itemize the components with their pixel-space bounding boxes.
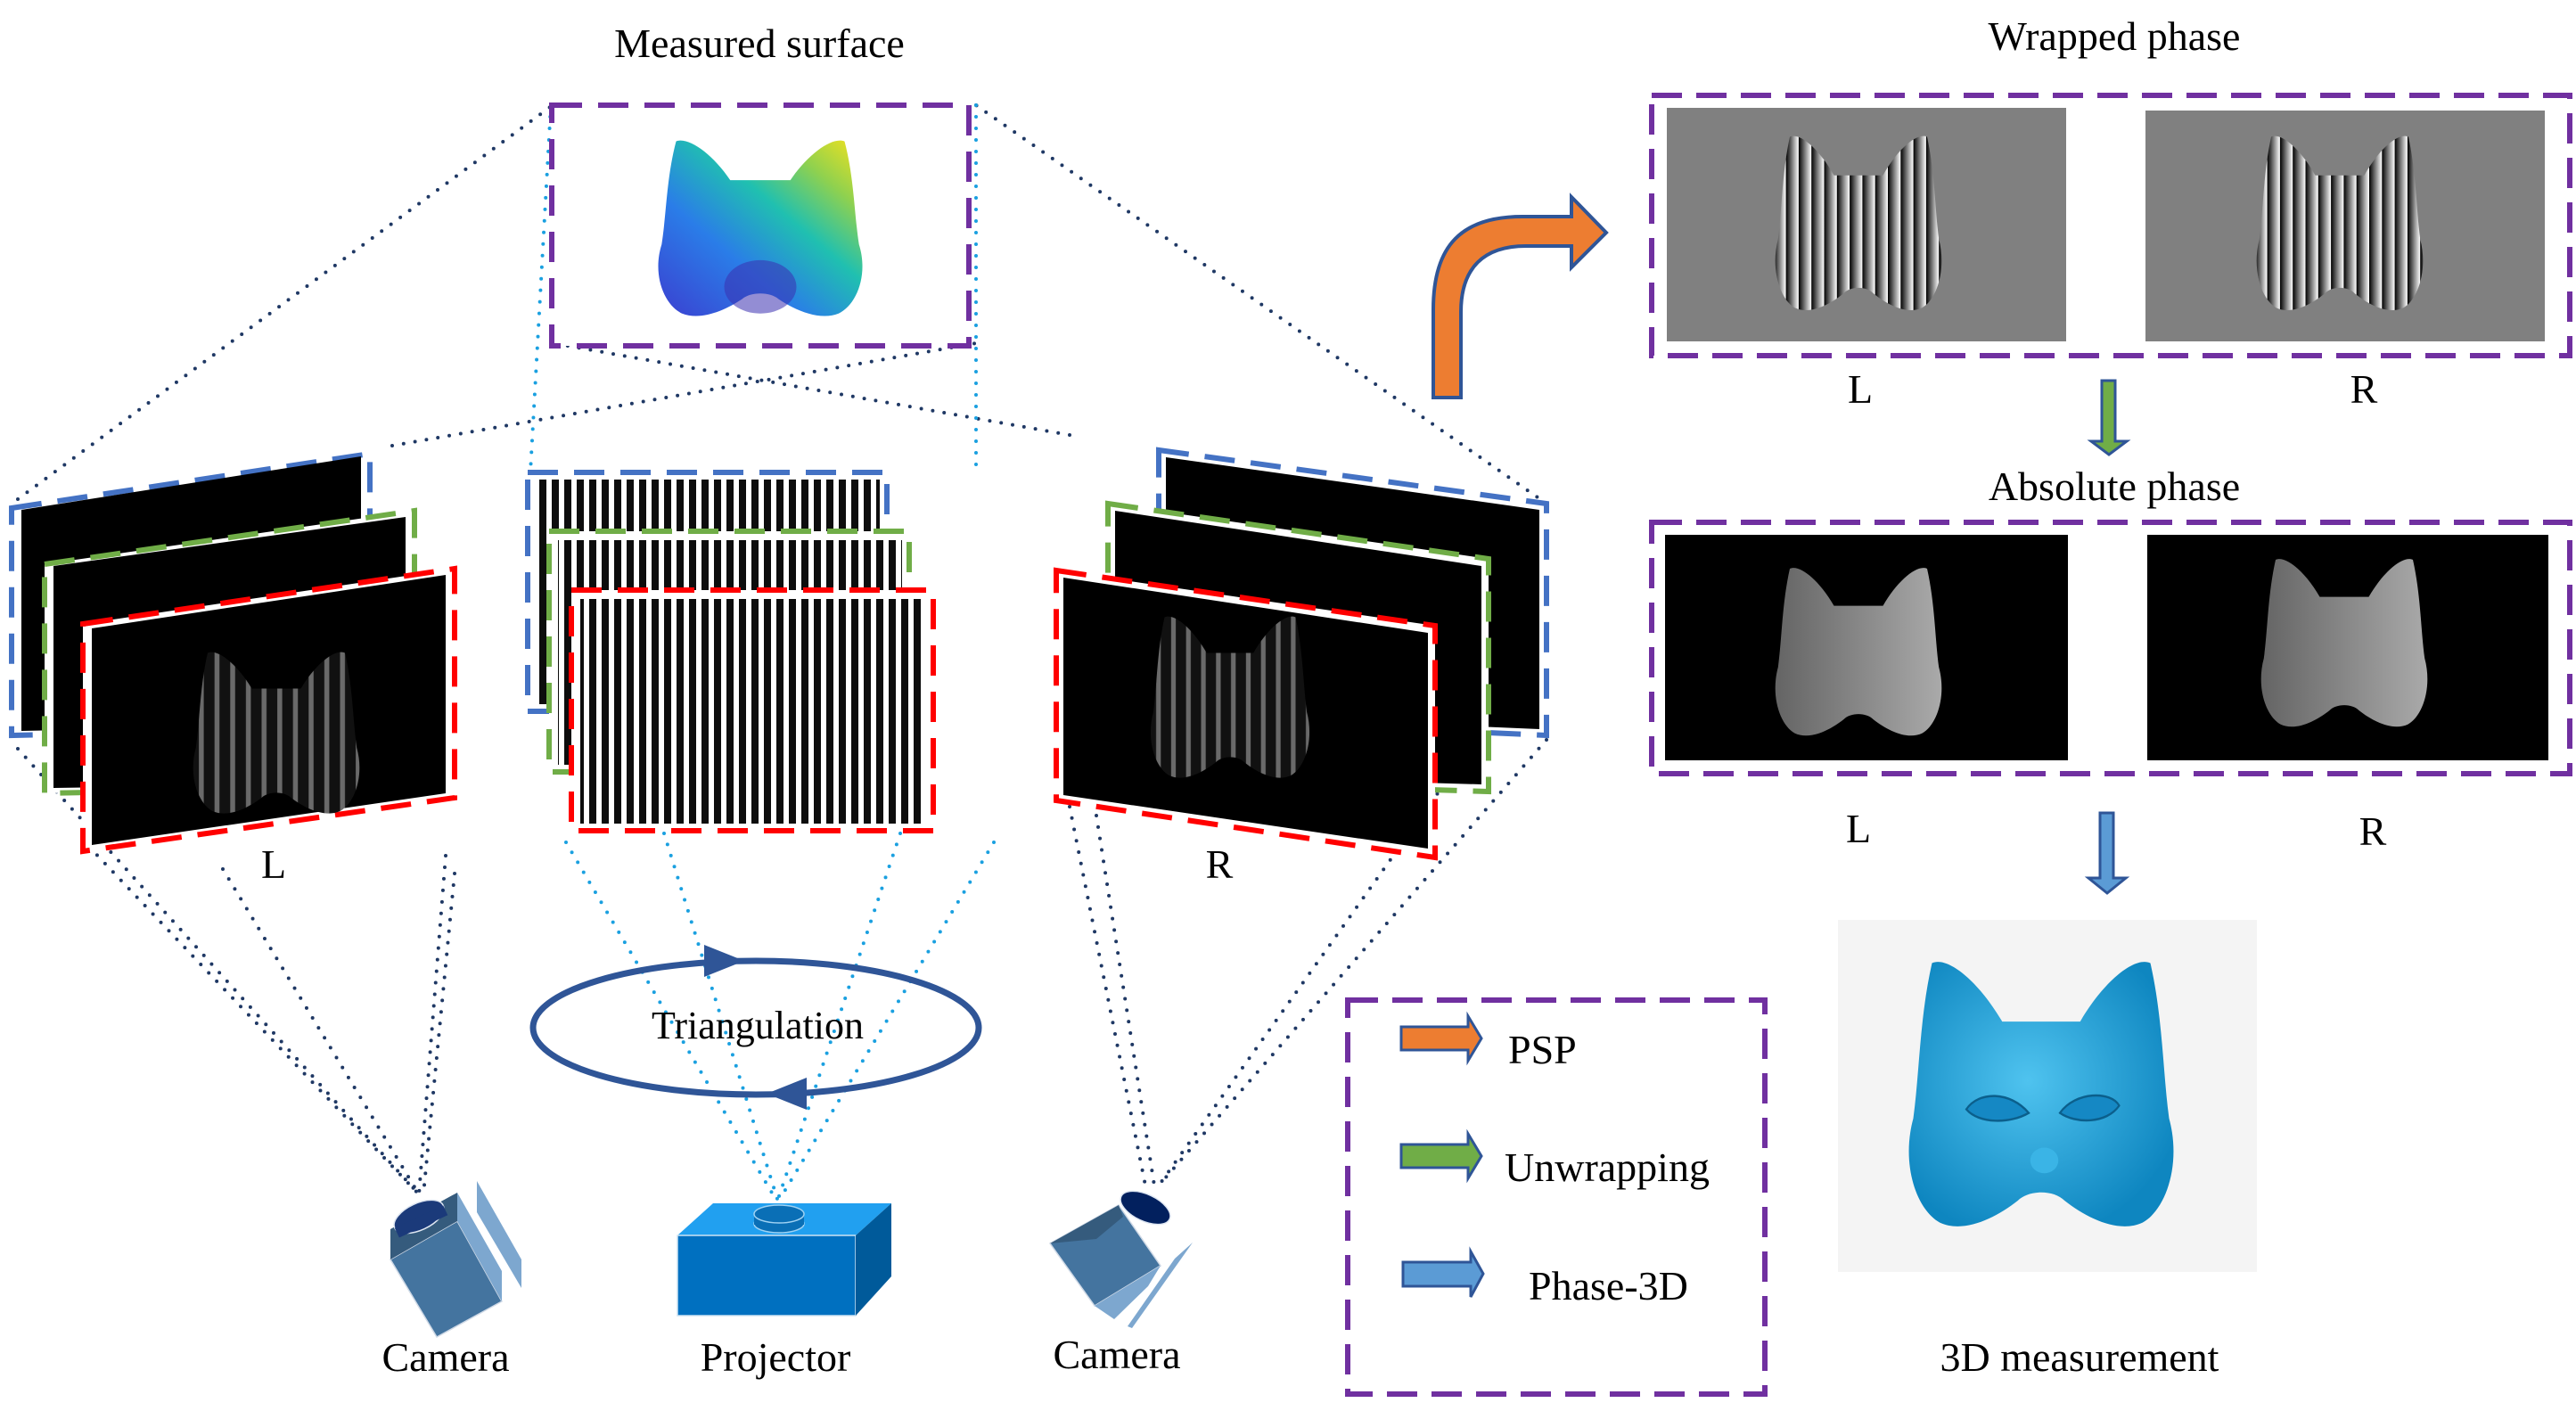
left-camera: Camera	[381, 1181, 521, 1380]
triangulation-label: Triangulation	[652, 1004, 864, 1047]
legend: PSP Unwrapping Phase-3D	[1345, 997, 1768, 1397]
triangulation-arrow-right-icon	[704, 945, 744, 977]
right-camera: Camera	[1048, 1190, 1193, 1377]
phase-3d-arrow-icon	[1401, 1246, 1485, 1298]
right-capture-stack: R	[1054, 447, 1549, 887]
wrapped-phase-right-label: R	[2350, 366, 2378, 412]
wrapped-phase-panel	[1649, 93, 2572, 358]
three-d-measurement-panel: 3D measurement	[1838, 920, 2257, 1380]
absolute-phase-right-label: R	[2359, 808, 2387, 854]
measured-surface-title: Measured surface	[614, 21, 905, 66]
projector-pattern-stack	[525, 470, 936, 833]
wrapped-phase-right-image	[2145, 111, 2545, 341]
measured-surface-panel	[549, 103, 972, 349]
projector-label: Projector	[701, 1334, 851, 1380]
absolute-phase-left-label: L	[1846, 806, 1871, 851]
camera-icon	[1048, 1190, 1193, 1328]
three-d-measurement-label: 3D measurement	[1940, 1334, 2219, 1380]
right-camera-label: Camera	[1053, 1332, 1180, 1377]
unwrapping-arrow-icon	[1399, 1128, 1483, 1184]
psp-flow-arrow	[1432, 193, 1609, 399]
left-capture-stack: L	[9, 450, 457, 887]
legend-item-psp: PSP	[1399, 1011, 1577, 1072]
left-camera-label: Camera	[381, 1334, 509, 1380]
left-capture-red	[80, 565, 457, 855]
left-capture-label: L	[261, 841, 286, 887]
legend-label-psp: PSP	[1508, 1027, 1577, 1072]
legend-item-unwrapping: Unwrapping	[1399, 1128, 1710, 1190]
absolute-phase-panel	[1649, 520, 2572, 776]
unwrapping-flow-arrow	[2087, 379, 2131, 456]
absolute-phase-title: Absolute phase	[1989, 463, 2240, 509]
wrapped-phase-left-image	[1667, 108, 2066, 341]
camera-icon	[389, 1181, 521, 1339]
legend-item-phase-3d: Phase-3D	[1401, 1246, 1688, 1308]
right-capture-label: R	[1206, 841, 1234, 887]
projector-icon	[677, 1203, 891, 1317]
legend-label-phase-3d: Phase-3D	[1529, 1263, 1688, 1308]
triangulation-loop: Triangulation	[529, 945, 982, 1110]
projector: Projector	[677, 1203, 891, 1380]
pattern-red	[569, 587, 936, 833]
right-capture-red	[1054, 567, 1438, 861]
wrapped-phase-left-label: L	[1848, 366, 1873, 412]
triangulation-arrow-left-icon	[767, 1078, 807, 1110]
legend-label-unwrapping: Unwrapping	[1505, 1144, 1710, 1190]
phase-3d-flow-arrow	[2084, 811, 2130, 895]
psp-arrow-icon	[1399, 1011, 1483, 1066]
absolute-phase-left-image	[1665, 535, 2068, 760]
wrapped-phase-title: Wrapped phase	[1989, 13, 2241, 59]
absolute-phase-right-image	[2147, 535, 2548, 760]
